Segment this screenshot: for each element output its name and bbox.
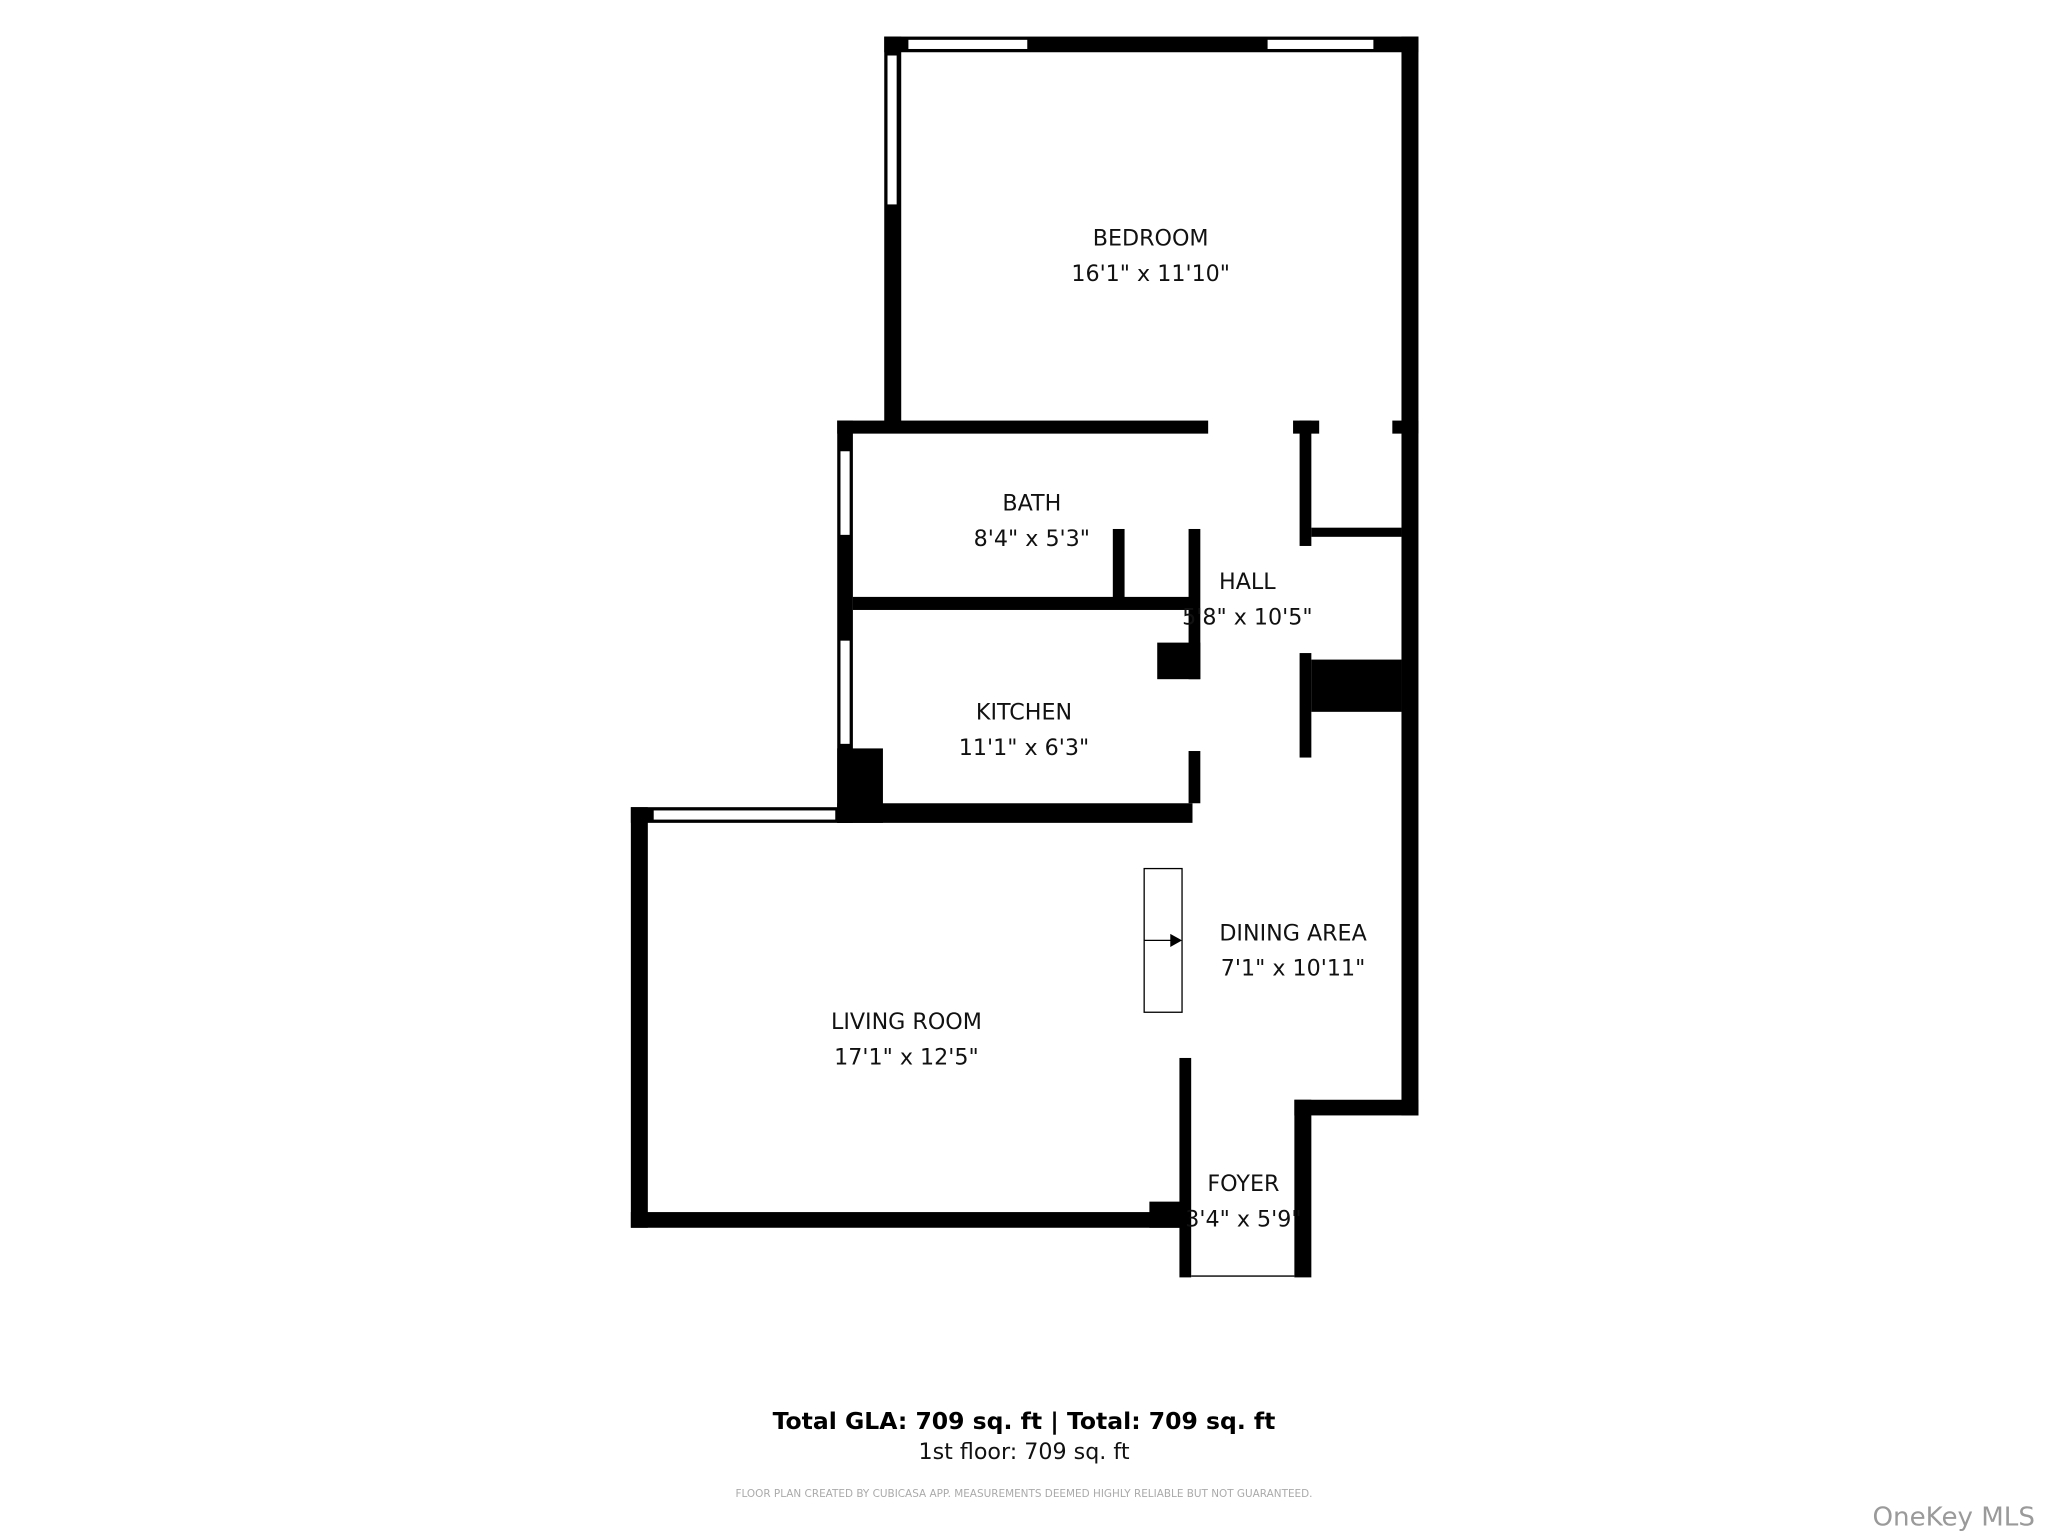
hall-dims: 5'8" x 10'5"	[1182, 604, 1312, 630]
dining-area-label: DINING AREA	[1219, 920, 1366, 946]
foyer-label: FOYER	[1207, 1171, 1279, 1197]
kitchen-dims: 11'1" x 6'3"	[959, 735, 1089, 761]
kitchen-counter	[1143, 867, 1183, 1013]
bedroom-dims: 16'1" x 11'10"	[1071, 261, 1230, 287]
living-room-dims: 17'1" x 12'5"	[834, 1044, 979, 1070]
bedroom-label: BEDROOM	[1093, 226, 1209, 252]
disclaimer: FLOOR PLAN CREATED BY CUBICASA APP. MEAS…	[735, 1488, 1312, 1500]
watermark: OneKey MLS	[1872, 1503, 2034, 1533]
dining-area-dims: 7'1" x 10'11"	[1221, 956, 1366, 982]
bath-dims: 8'4" x 5'3"	[974, 526, 1090, 552]
walls	[630, 36, 1419, 1278]
windows	[652, 38, 1375, 1277]
kitchen-label: KITCHEN	[976, 700, 1072, 726]
foyer-dims: 3'4" x 5'9"	[1185, 1206, 1301, 1232]
total-area: Total GLA: 709 sq. ft | Total: 709 sq. f…	[773, 1407, 1276, 1435]
living-room-label: LIVING ROOM	[831, 1009, 982, 1035]
hall-label: HALL	[1219, 569, 1276, 595]
bath-label: BATH	[1002, 491, 1061, 517]
floor-area: 1st floor: 709 sq. ft	[918, 1439, 1129, 1465]
